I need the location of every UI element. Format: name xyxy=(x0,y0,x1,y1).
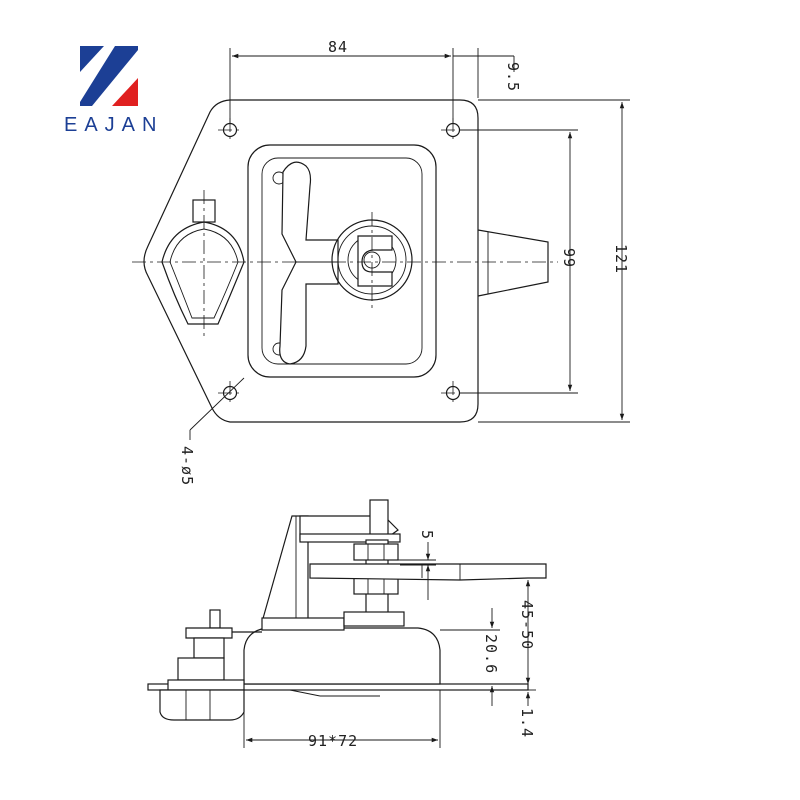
recessed-pan xyxy=(247,144,437,378)
t-handle xyxy=(279,161,339,365)
dimension-holes-leader: 4-ø5 xyxy=(178,377,245,486)
dimension-5: 5 xyxy=(398,530,436,600)
dimension-121: 121 xyxy=(478,99,630,423)
dim-45-50-label: 45-50 xyxy=(518,600,536,650)
logo-text: EAJAN xyxy=(64,114,163,136)
dimension-84: 84 xyxy=(229,38,454,124)
dim-99-label: 99 xyxy=(560,248,578,268)
dim-1-4-label: 1.4 xyxy=(518,708,536,738)
dim-5-label: 5 xyxy=(418,530,436,540)
side-pan-body xyxy=(243,627,441,685)
dim-9-5-label: 9.5 xyxy=(504,62,522,92)
dimension-45-50: 45-50 xyxy=(518,580,536,684)
dim-4-d5-label: 4-ø5 xyxy=(178,446,196,486)
dimension-99: 99 xyxy=(460,129,578,394)
front-view: 84 9.5 99 121 4-ø5 xyxy=(132,38,630,486)
eajan-logo: EAJAN xyxy=(64,46,163,136)
recessed-pan-inner xyxy=(261,157,423,365)
side-view: 5 45-50 20.6 1.4 91*72 xyxy=(147,499,547,750)
dimension-20-6: 20.6 xyxy=(440,608,500,706)
dim-20-6-label: 20.6 xyxy=(482,634,500,674)
latch-tongue xyxy=(477,229,549,297)
dimension-1-4: 1.4 xyxy=(518,689,536,738)
dim-84-label: 84 xyxy=(328,38,348,56)
dim-121-label: 121 xyxy=(612,244,630,274)
mounting-holes xyxy=(222,122,461,401)
logo-mark xyxy=(80,46,138,106)
mounting-plate-outline xyxy=(143,99,479,423)
dimension-9-5: 9.5 xyxy=(453,48,522,98)
dim-91x72-label: 91*72 xyxy=(308,732,358,750)
side-lock-assembly xyxy=(159,609,262,721)
dimension-91x72: 91*72 xyxy=(243,690,441,750)
